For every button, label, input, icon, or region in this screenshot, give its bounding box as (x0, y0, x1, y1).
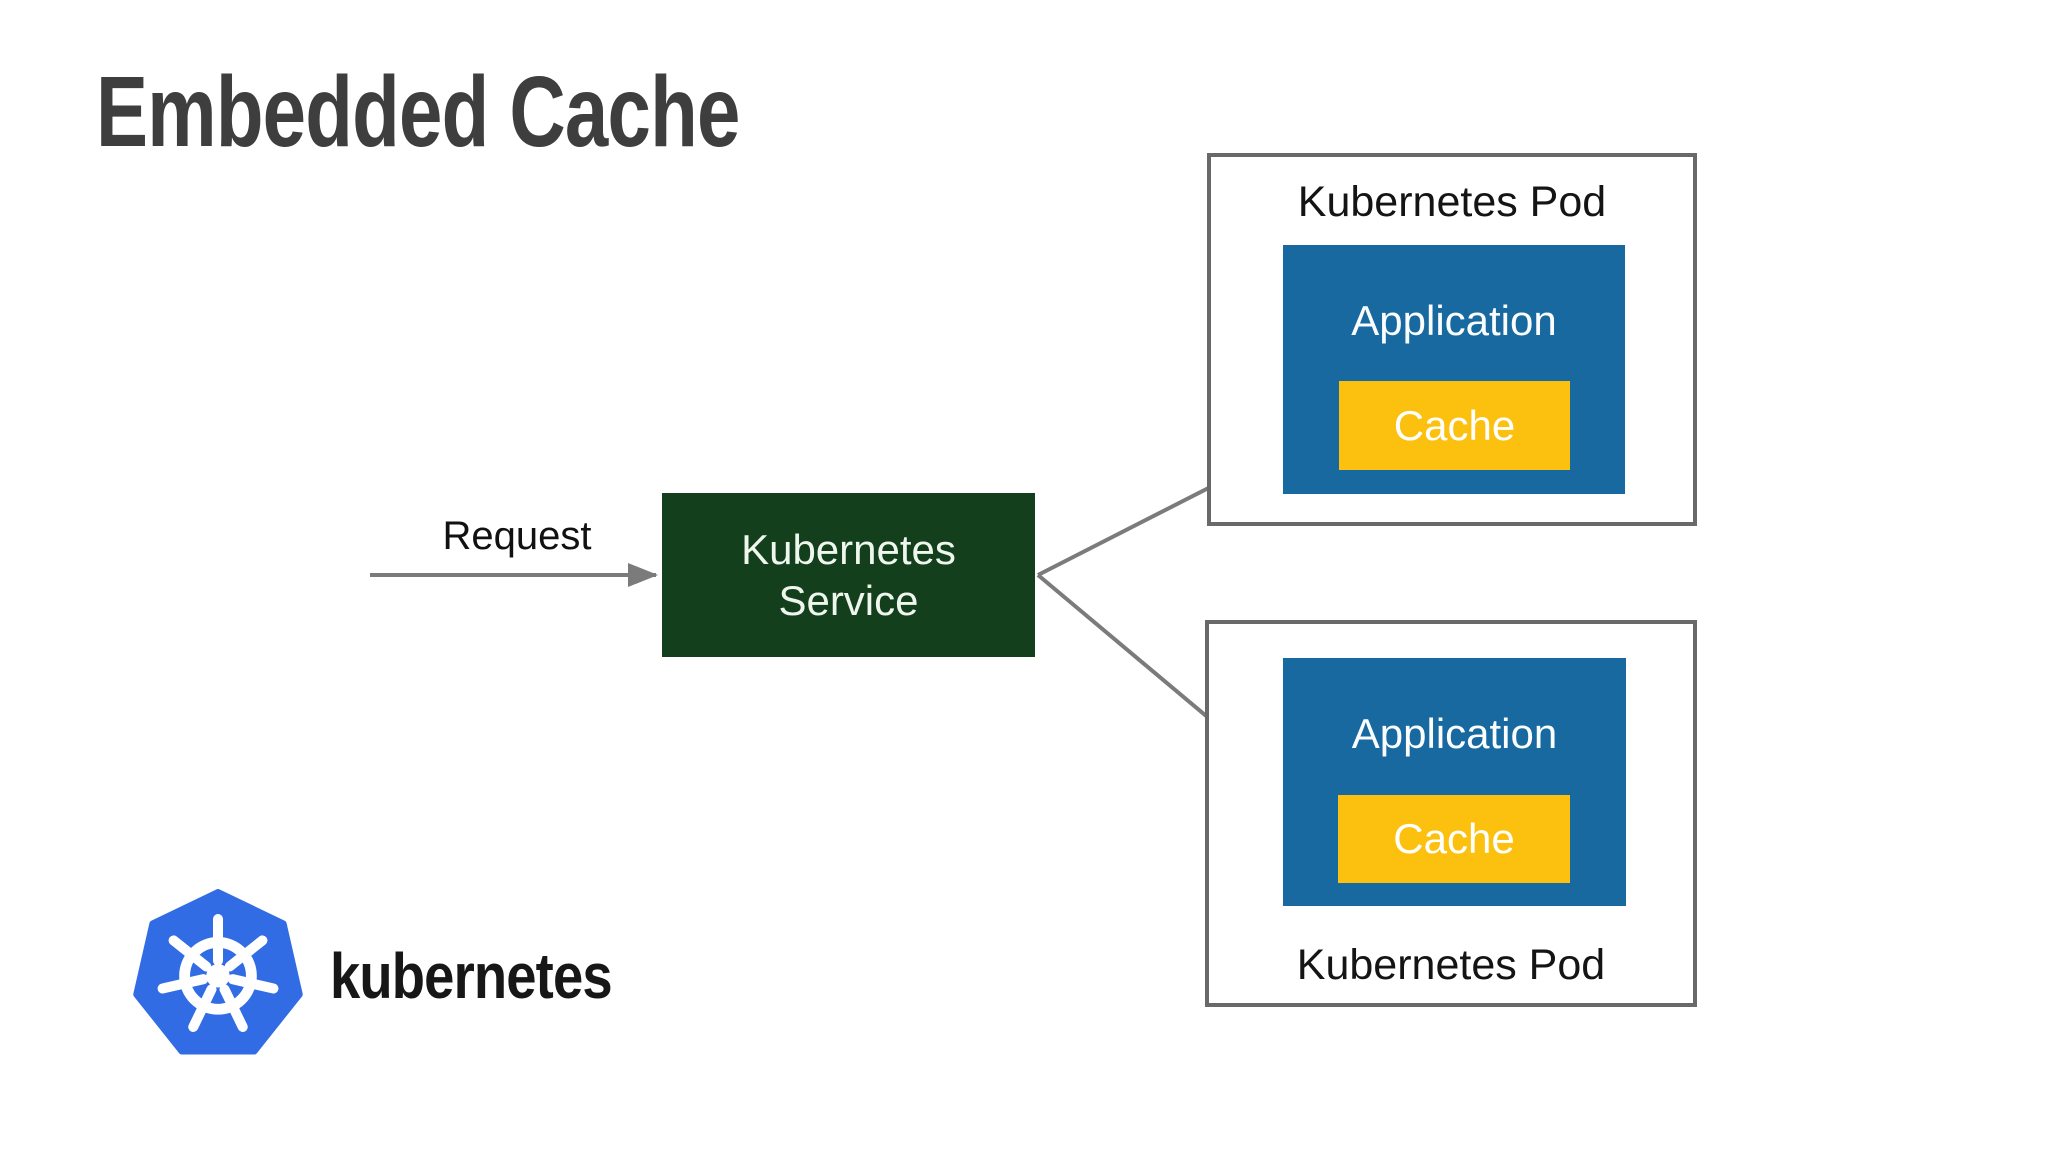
request-label: Request (442, 514, 592, 558)
kubernetes-service-box: Kubernetes Service (662, 493, 1035, 657)
application-label: Application (1351, 297, 1557, 344)
application-box: Application Cache (1283, 658, 1626, 906)
application-box: Application Cache (1283, 245, 1625, 494)
kubernetes-logo-icon (133, 889, 303, 1055)
kubernetes-pod-bottom: Application Cache Kubernetes Pod (1205, 620, 1697, 1007)
cache-label: Cache (1393, 401, 1516, 449)
kubernetes-service-label: Kubernetes Service (741, 525, 956, 624)
application-label: Application (1351, 710, 1558, 757)
pod-label: Kubernetes Pod (1297, 178, 1607, 226)
page-title: Embedded Cache (96, 56, 740, 168)
kubernetes-pod-top: Kubernetes Pod Application Cache (1207, 153, 1697, 526)
pod-label: Kubernetes Pod (1296, 941, 1606, 989)
cache-label: Cache (1393, 815, 1515, 862)
cache-box: Cache (1339, 381, 1570, 470)
cache-box: Cache (1338, 795, 1570, 883)
kubernetes-wordmark: kubernetes (330, 940, 613, 1012)
